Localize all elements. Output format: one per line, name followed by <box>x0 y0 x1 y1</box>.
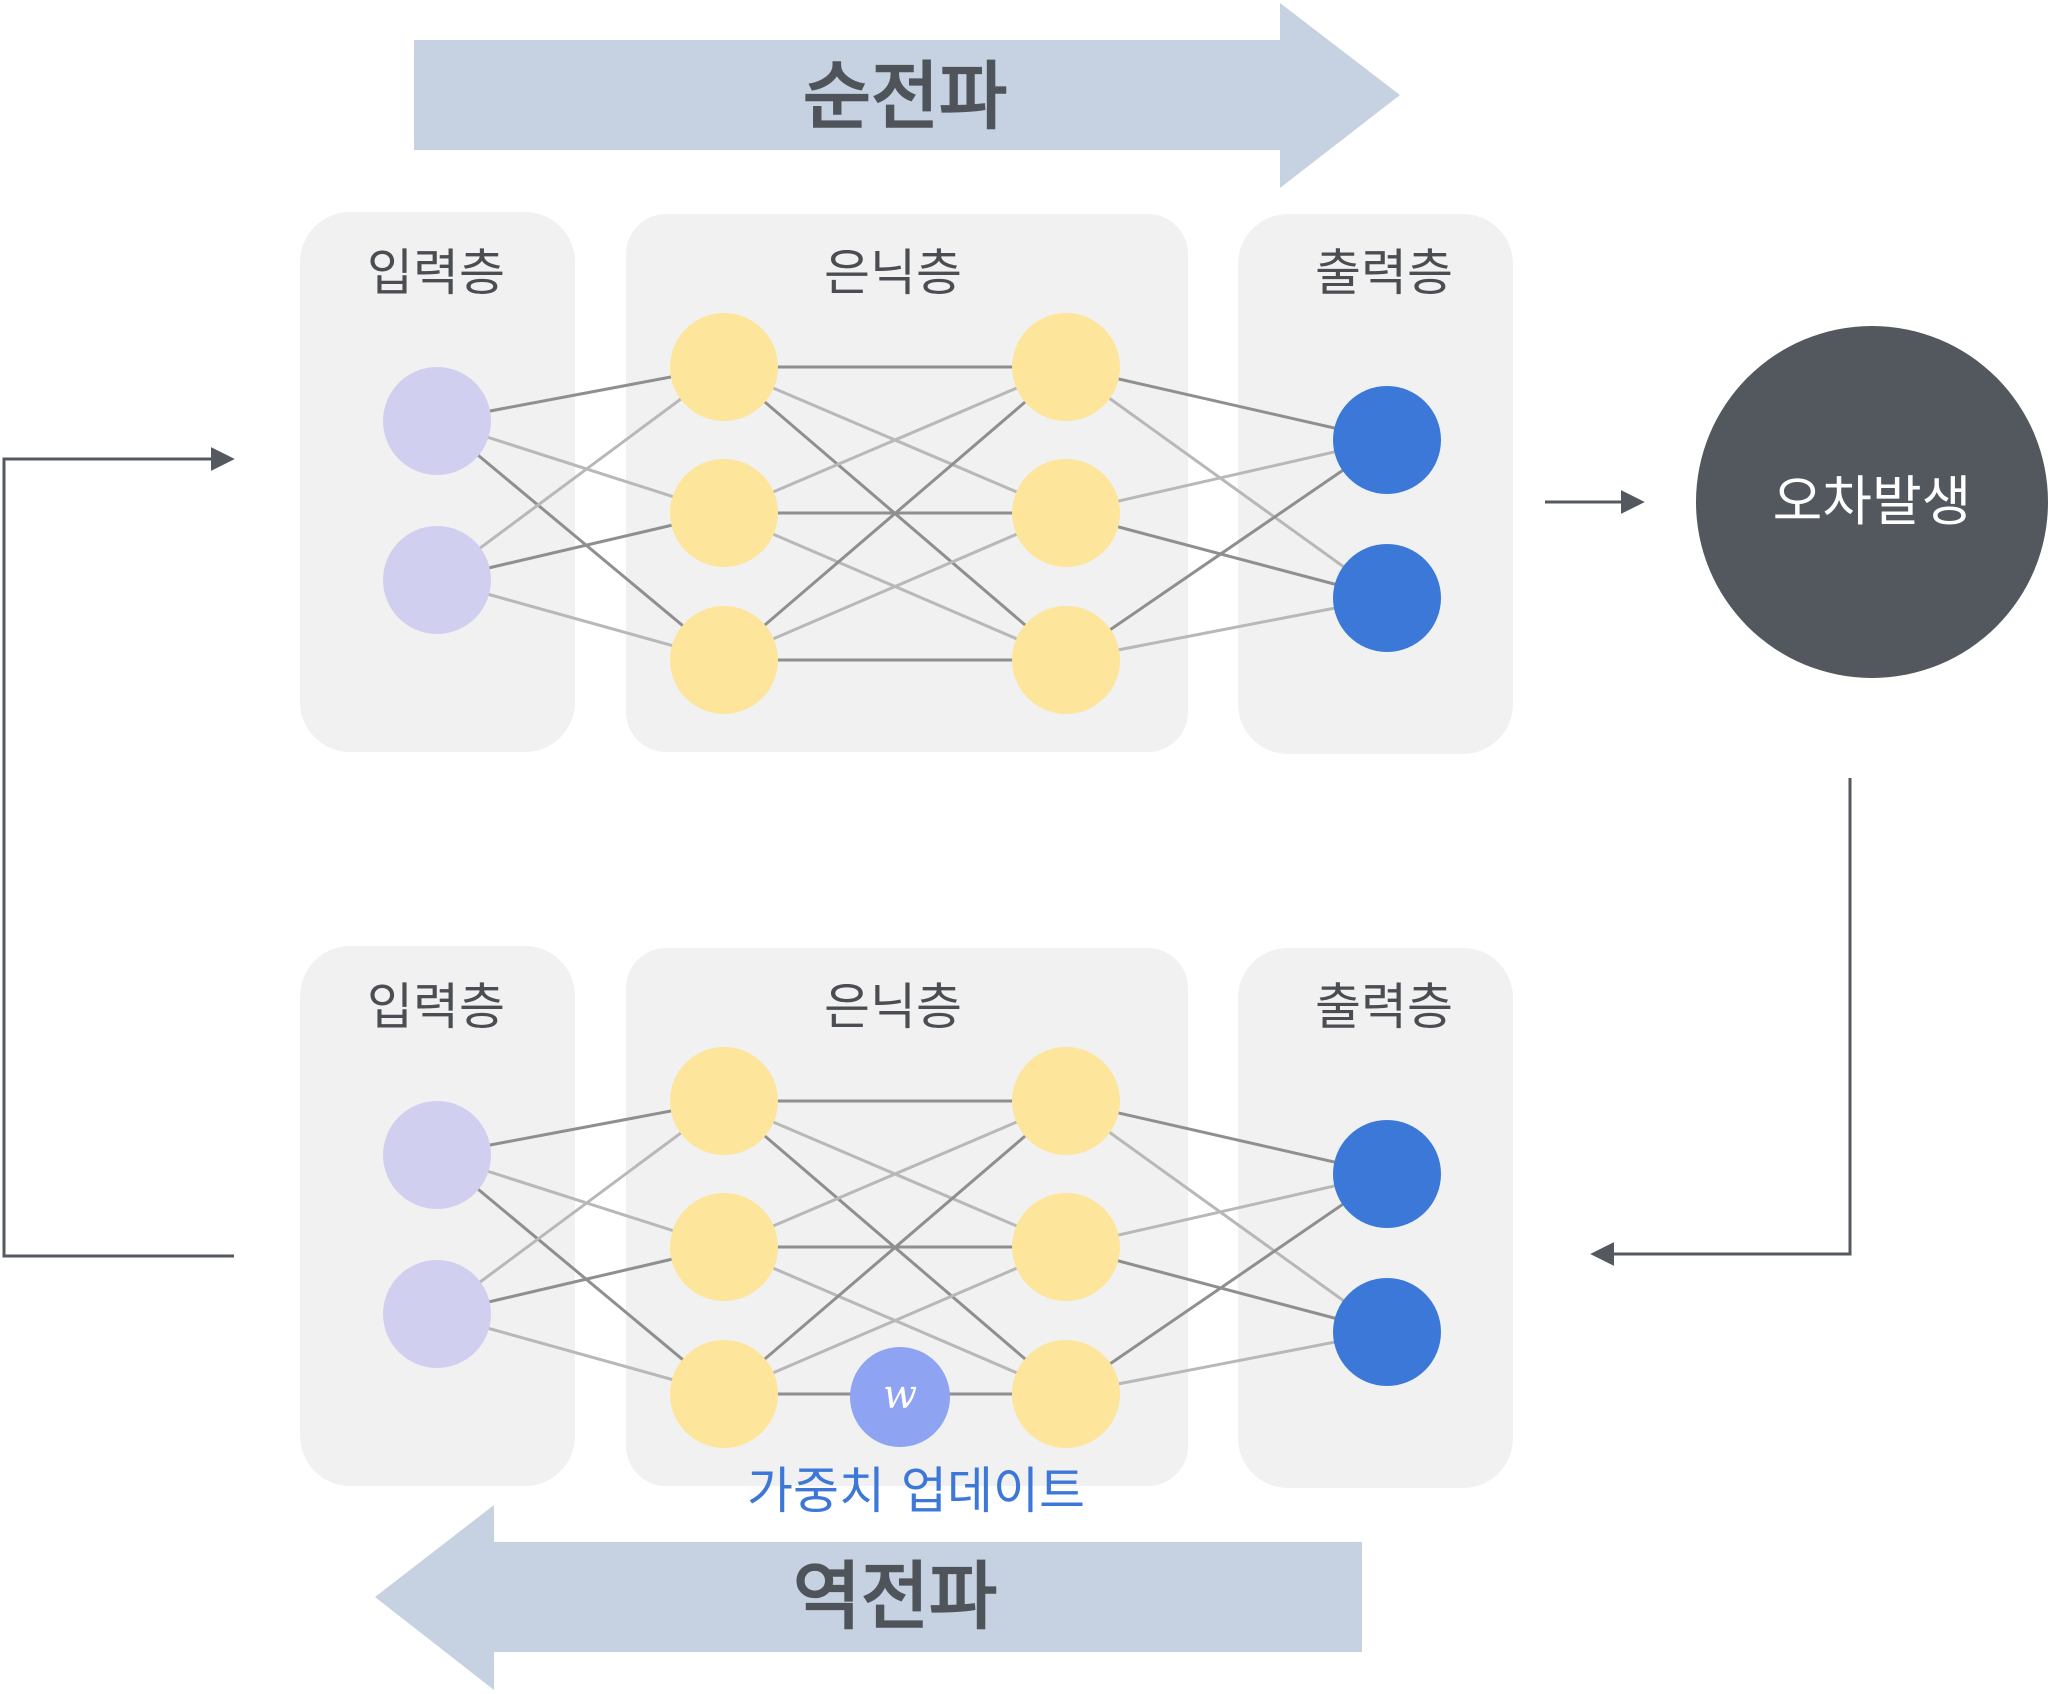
input-layer-label: 입력층 <box>367 978 505 1036</box>
weight-node <box>850 1347 950 1447</box>
hidden-node <box>1012 1340 1120 1448</box>
network-edge <box>1065 1172 1388 1396</box>
network-edge <box>1065 596 1388 662</box>
output-layer-label: 출력층 <box>1315 978 1453 1036</box>
weight-symbol: w <box>883 1372 917 1418</box>
output-node <box>1333 1120 1441 1228</box>
hidden-layer-label: 은닉층 <box>824 244 962 302</box>
output-node <box>1333 386 1441 494</box>
network-edge <box>1065 511 1388 600</box>
network-edge <box>436 365 725 582</box>
network-edge <box>723 365 1067 515</box>
hidden-node <box>1012 1047 1120 1155</box>
network-edge <box>436 419 725 662</box>
hidden-node <box>1012 313 1120 421</box>
bottom-network-nodes <box>383 1047 1441 1448</box>
network-edge <box>1065 365 1388 442</box>
network-edge <box>1065 1330 1388 1396</box>
forward-arrow <box>414 3 1400 188</box>
network-edge <box>436 1153 725 1396</box>
top-network: 입력층 은닉층 출력층 <box>300 212 1513 754</box>
output-node <box>1333 1278 1441 1386</box>
weight-update-caption: 가중치 업데이트 <box>747 1462 1085 1520</box>
backward-arrow <box>375 1505 1362 1690</box>
error-to-backward-connector <box>1590 778 1852 1266</box>
input-node <box>383 1101 491 1209</box>
output-node <box>1333 544 1441 652</box>
error-label: 오차발생 <box>1773 470 1972 533</box>
network-edge <box>1065 1172 1388 1249</box>
network-edge <box>1065 1245 1388 1334</box>
hidden-node <box>1012 606 1120 714</box>
network-edge <box>723 511 1067 662</box>
loop-back-connector <box>2 447 235 1258</box>
network-edge <box>1065 1099 1388 1176</box>
backward-label: 역전파 <box>793 1554 997 1640</box>
top-network-nodes <box>383 313 1441 714</box>
error-circle <box>1696 326 2048 678</box>
input-layer-panel <box>300 946 575 1486</box>
network-edge <box>436 1099 725 1316</box>
input-node <box>383 367 491 475</box>
input-node <box>383 526 491 634</box>
hidden-node <box>670 1193 778 1301</box>
network-edge <box>723 365 1067 662</box>
hidden-node <box>670 1047 778 1155</box>
input-node <box>383 1260 491 1368</box>
network-edge <box>1065 438 1388 662</box>
network-edge <box>1065 438 1388 515</box>
network-edge <box>1065 365 1388 600</box>
hidden-node <box>670 459 778 567</box>
hidden-node <box>670 606 778 714</box>
network-edge <box>723 1099 1067 1249</box>
forward-label: 순전파 <box>803 54 1007 140</box>
hidden-layer-label: 은닉층 <box>824 978 962 1036</box>
hidden-node <box>1012 459 1120 567</box>
bottom-network: 입력층 은닉층 출력층 <box>300 946 1513 1488</box>
network-edge <box>723 1099 1067 1396</box>
hidden-node <box>670 313 778 421</box>
network-edge <box>1065 1099 1388 1334</box>
output-layer-label: 출력층 <box>1315 244 1453 302</box>
network-edge <box>723 1245 1067 1396</box>
hidden-node <box>1012 1193 1120 1301</box>
input-layer-label: 입력층 <box>367 244 505 302</box>
input-layer-panel <box>300 212 575 752</box>
hidden-node <box>670 1340 778 1448</box>
